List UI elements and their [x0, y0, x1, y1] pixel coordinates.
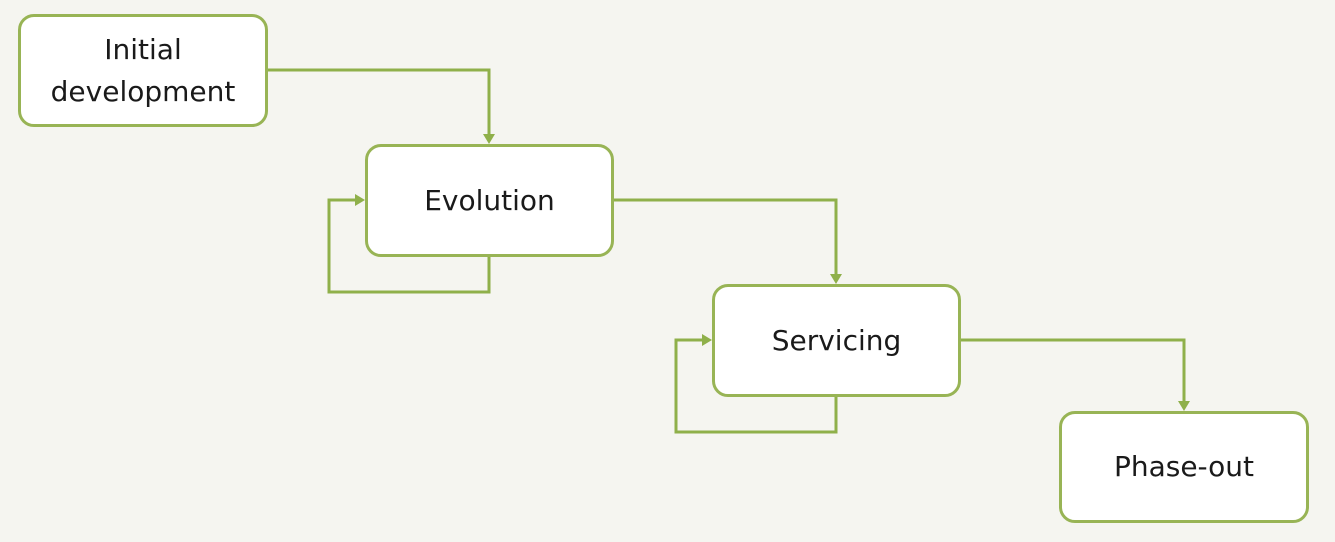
- stage-evolution: Evolution: [365, 144, 614, 257]
- arrowhead-phaseout-top: [1178, 401, 1190, 411]
- stage-label: Evolution: [424, 183, 555, 217]
- stage-label: Initial development: [50, 32, 236, 108]
- arrow-evolution-to-servicing: [614, 198, 838, 276]
- loop-servicing: [674, 338, 838, 434]
- arrowhead-evolution-left: [355, 194, 365, 206]
- stage-label: Servicing: [771, 323, 902, 357]
- arrowhead-servicing-left: [702, 334, 712, 346]
- stage-initial-development: Initial development: [18, 14, 268, 127]
- loop-evolution: [327, 198, 491, 294]
- stage-phase-out: Phase-out: [1059, 411, 1309, 523]
- arrow-servicing-to-phaseout: [961, 338, 1186, 403]
- arrowhead-servicing-top: [830, 274, 842, 284]
- stage-servicing: Servicing: [712, 284, 961, 397]
- arrowhead-evolution-top: [483, 134, 495, 144]
- stage-label: Phase-out: [1113, 450, 1255, 483]
- arrow-initial-to-evolution: [268, 68, 491, 136]
